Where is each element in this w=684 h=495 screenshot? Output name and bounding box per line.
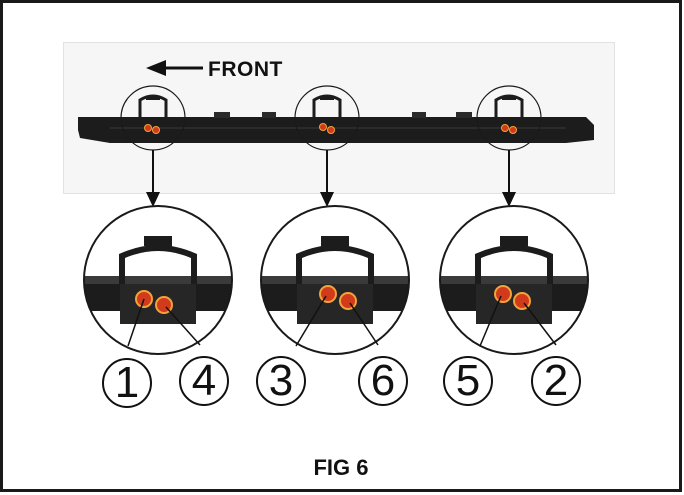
bracket-overview-2	[294, 85, 360, 151]
callout-number: 5	[455, 356, 481, 405]
arrow-down-icon	[502, 150, 516, 207]
detail-view-3	[439, 205, 589, 355]
figure-title: FIG 6	[313, 455, 369, 480]
callout-number: 2	[543, 356, 569, 405]
callout-number: 1	[114, 358, 140, 407]
detail-view-1	[83, 205, 233, 355]
arrow-down-icon	[146, 150, 160, 207]
arrow-down-icon	[320, 150, 334, 207]
callout-number: 3	[268, 356, 294, 405]
front-label: FRONT	[208, 58, 283, 81]
callout-circles	[102, 356, 581, 408]
callout-number: 4	[191, 356, 217, 405]
detail-view-2	[260, 205, 410, 355]
callout-number: 6	[370, 356, 396, 405]
arrow-left-icon	[146, 60, 203, 76]
bumper-bar-overview	[78, 112, 594, 143]
